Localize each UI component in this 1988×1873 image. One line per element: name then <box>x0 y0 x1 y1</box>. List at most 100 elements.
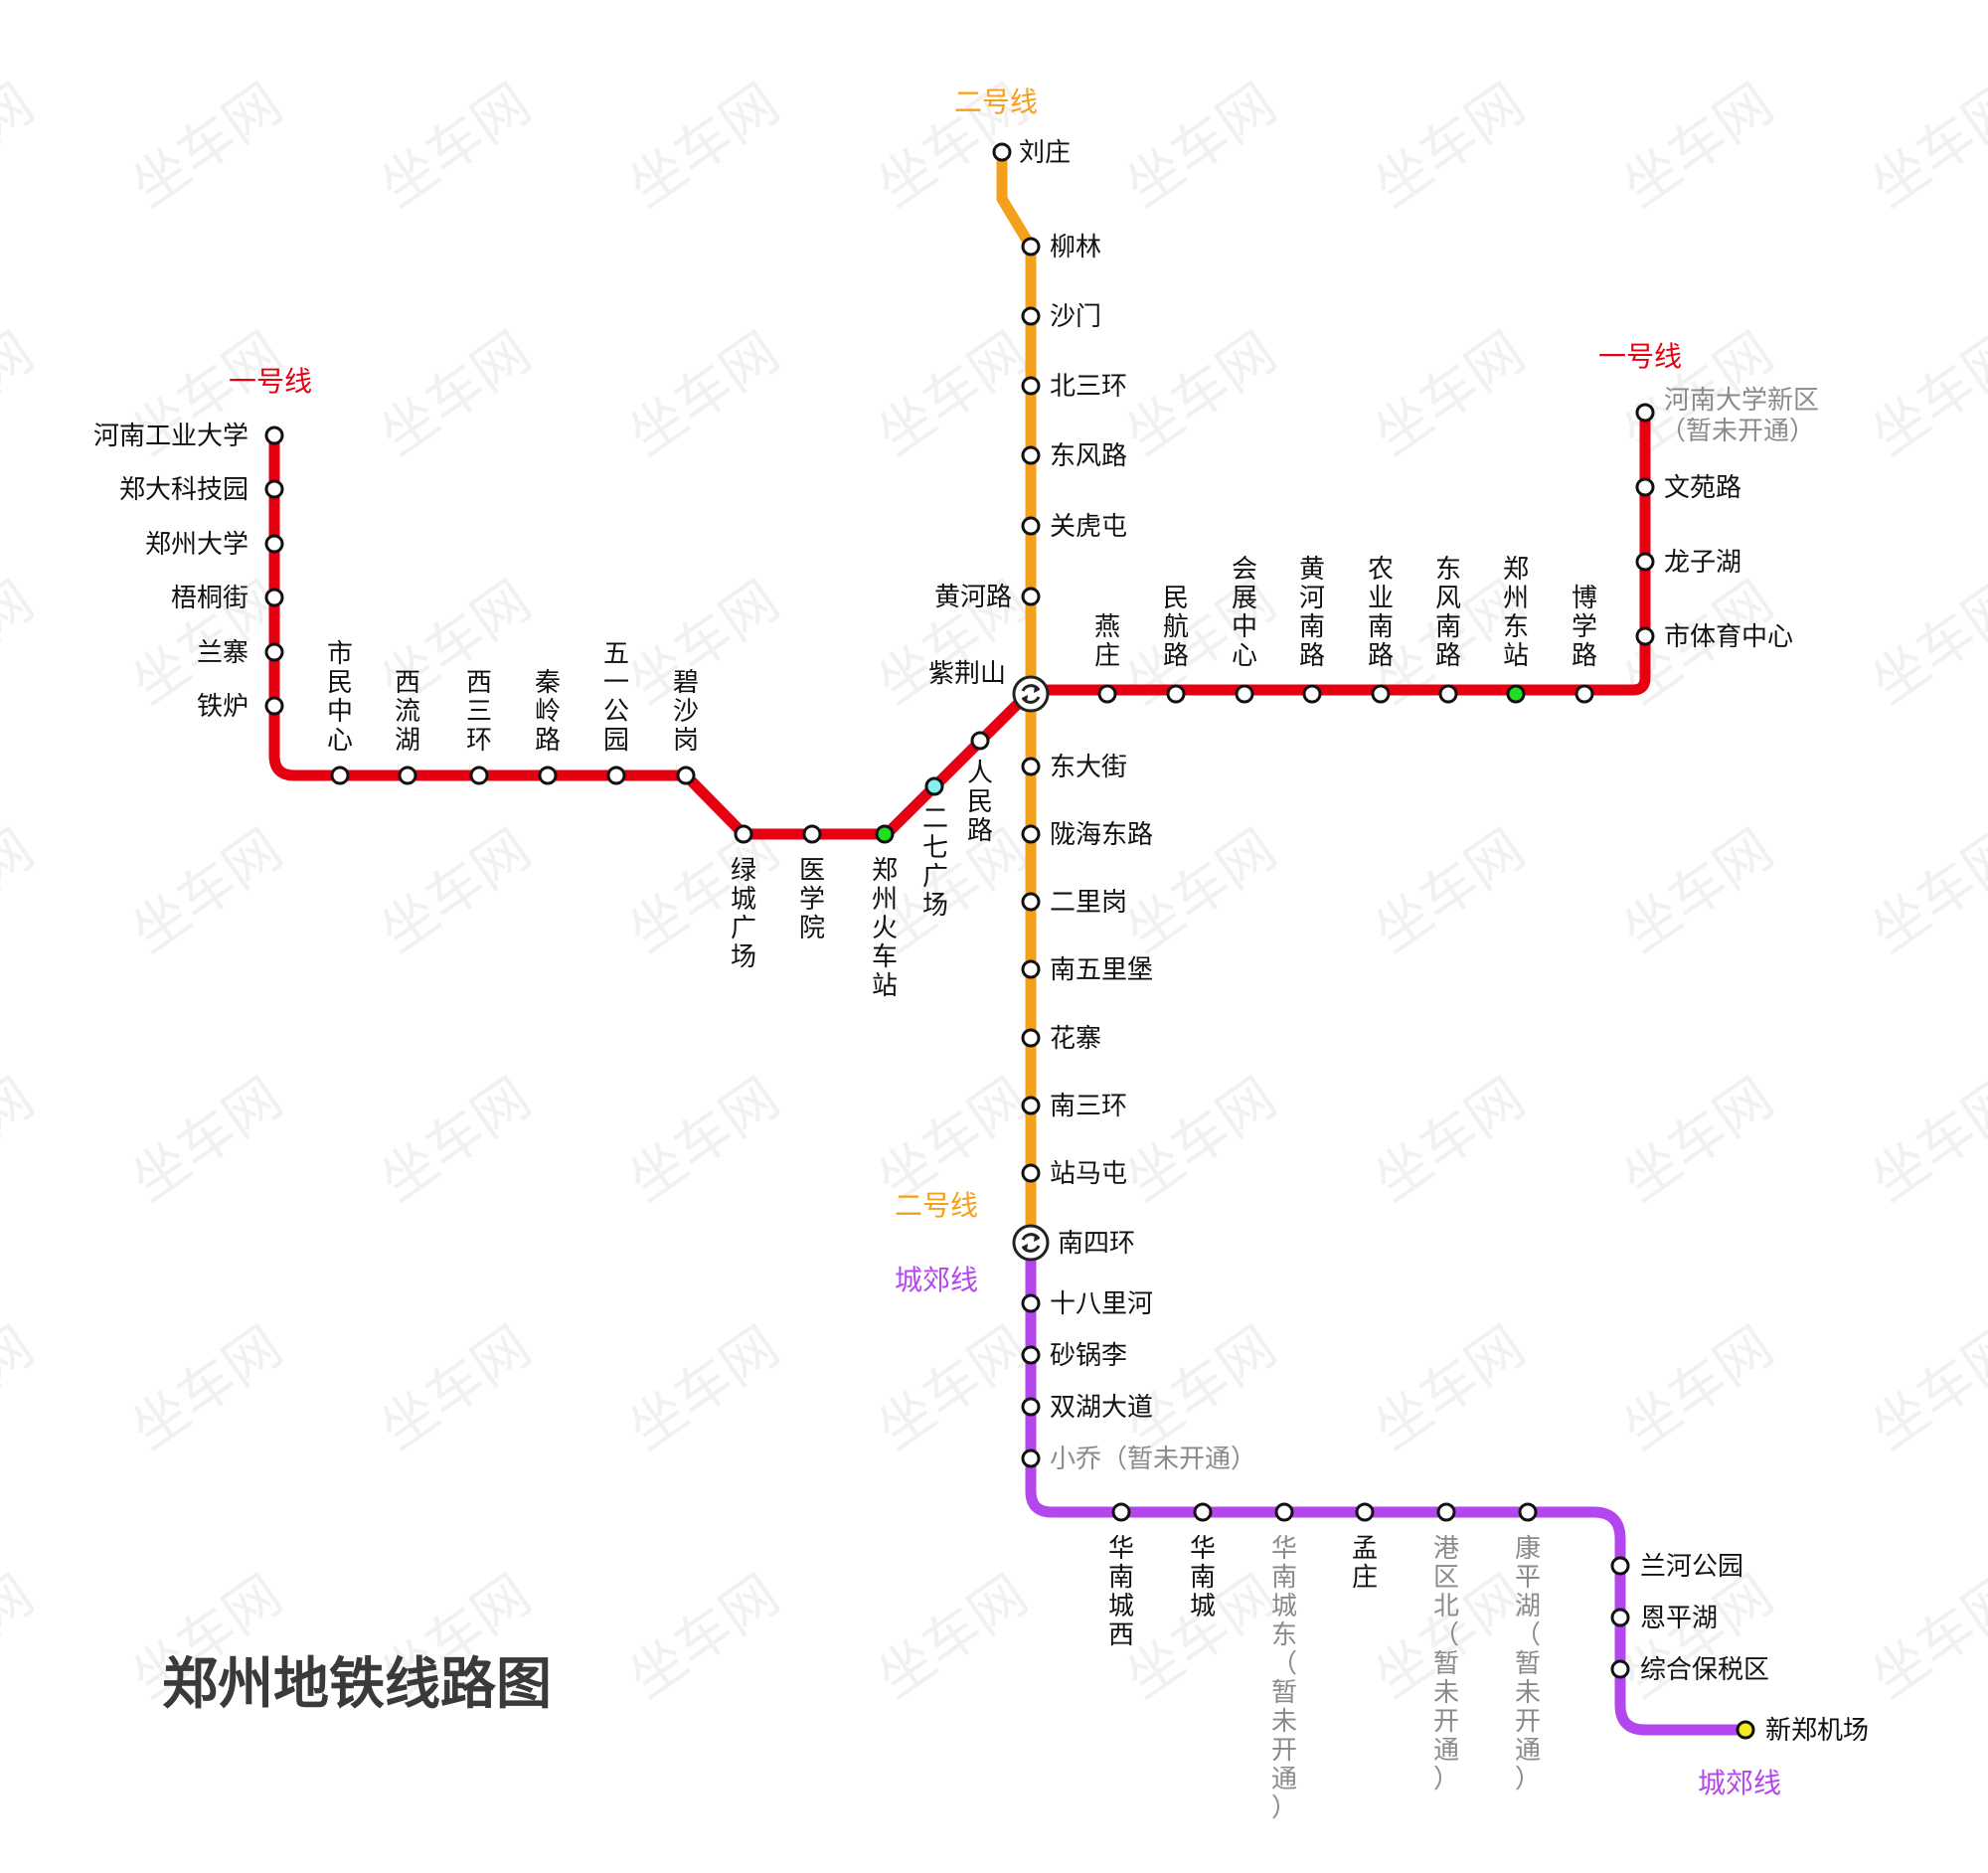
station-marker-关虎屯[interactable] <box>1021 516 1041 536</box>
station-marker-东风南路[interactable] <box>1438 684 1458 704</box>
station-label-兰河公园: 兰河公园 <box>1640 1552 1743 1582</box>
station-marker-花寨[interactable] <box>1021 1028 1041 1048</box>
watermark-text: 坐车网 <box>1114 1066 1288 1215</box>
watermark-text: 坐车网 <box>1860 1066 1988 1215</box>
station-label-碧沙岗: 碧沙岗 <box>673 668 699 756</box>
station-marker-新郑机场[interactable] <box>1736 1720 1755 1740</box>
station-marker-五一公园[interactable] <box>606 766 626 785</box>
station-marker-港区北（暂未开通）[interactable] <box>1436 1502 1456 1522</box>
station-marker-铁炉[interactable] <box>264 696 284 716</box>
station-label-十八里河: 十八里河 <box>1050 1289 1153 1319</box>
station-marker-南三环[interactable] <box>1021 1096 1041 1115</box>
watermark-text: 坐车网 <box>617 320 791 469</box>
station-marker-陇海东路[interactable] <box>1021 824 1041 844</box>
station-marker-东大街[interactable] <box>1021 757 1041 776</box>
watermark-text: 坐车网 <box>0 1314 46 1463</box>
station-marker-南五里堡[interactable] <box>1021 959 1041 979</box>
station-marker-东风路[interactable] <box>1021 445 1041 465</box>
station-marker-燕庄[interactable] <box>1097 684 1117 704</box>
transfer-icon-zijingshan[interactable] <box>1012 675 1050 713</box>
station-label-双湖大道: 双湖大道 <box>1050 1393 1153 1423</box>
watermark-text: 坐车网 <box>120 72 294 221</box>
station-label-黄河南路: 黄河南路 <box>1299 555 1325 671</box>
station-marker-郑州东站[interactable] <box>1506 684 1526 704</box>
station-label-农业南路: 农业南路 <box>1368 555 1394 671</box>
watermark-text: 坐车网 <box>0 1066 46 1215</box>
station-marker-民航路[interactable] <box>1166 684 1186 704</box>
station-label-黄河路: 黄河路 <box>934 583 1012 612</box>
station-marker-河南工业大学[interactable] <box>264 426 284 445</box>
station-label-西流湖: 西流湖 <box>395 668 420 756</box>
watermark-text: 坐车网 <box>1860 72 1988 221</box>
station-marker-小乔（暂未开通）[interactable] <box>1021 1448 1041 1468</box>
station-marker-秦岭路[interactable] <box>538 766 558 785</box>
station-marker-黄河路[interactable] <box>1021 587 1041 606</box>
station-marker-柳林[interactable] <box>1021 237 1041 256</box>
station-marker-会展中心[interactable] <box>1235 684 1254 704</box>
station-marker-市民中心[interactable] <box>330 766 350 785</box>
station-label-医学院: 医学院 <box>799 856 825 943</box>
watermark-text: 坐车网 <box>1860 1314 1988 1463</box>
station-marker-站马屯[interactable] <box>1021 1163 1041 1183</box>
station-marker-恩平湖[interactable] <box>1610 1608 1630 1627</box>
station-marker-双湖大道[interactable] <box>1021 1397 1041 1417</box>
station-marker-北三环[interactable] <box>1021 376 1041 396</box>
station-marker-康平湖（暂未开通）[interactable] <box>1518 1502 1538 1522</box>
watermark-text: 坐车网 <box>1363 817 1537 966</box>
station-marker-郑州火车站[interactable] <box>875 824 895 844</box>
station-label-市体育中心: 市体育中心 <box>1664 622 1793 652</box>
station-label-绿城广场: 绿城广场 <box>731 856 756 972</box>
station-label-会展中心: 会展中心 <box>1232 555 1257 671</box>
station-marker-梧桐街[interactable] <box>264 588 284 607</box>
watermark-text: 坐车网 <box>1611 817 1785 966</box>
station-marker-砂锅李[interactable] <box>1021 1345 1041 1365</box>
station-label-花寨: 花寨 <box>1050 1024 1101 1054</box>
station-label-华南城东（暂未开通）: 华南城东（暂未开通） <box>1271 1534 1297 1823</box>
station-marker-医学院[interactable] <box>802 824 822 844</box>
station-marker-文苑路[interactable] <box>1635 477 1655 497</box>
station-marker-华南城西[interactable] <box>1111 1502 1131 1522</box>
station-label-关虎屯: 关虎屯 <box>1050 512 1127 542</box>
station-marker-二七广场[interactable] <box>924 776 944 796</box>
station-marker-绿城广场[interactable] <box>734 824 753 844</box>
station-marker-十八里河[interactable] <box>1021 1293 1041 1313</box>
watermark-text: 坐车网 <box>0 72 46 221</box>
watermark-text: 坐车网 <box>866 1314 1040 1463</box>
watermark-text: 坐车网 <box>1114 320 1288 469</box>
watermark-text: 坐车网 <box>617 569 791 718</box>
station-marker-华南城[interactable] <box>1193 1502 1213 1522</box>
watermark-text: 坐车网 <box>1860 320 1988 469</box>
station-marker-综合保税区[interactable] <box>1610 1659 1630 1679</box>
station-label-东风南路: 东风南路 <box>1435 555 1461 671</box>
station-marker-刘庄[interactable] <box>992 142 1012 162</box>
station-marker-人民路[interactable] <box>970 731 990 751</box>
station-marker-郑大科技园[interactable] <box>264 479 284 499</box>
station-label-五一公园: 五一公园 <box>603 639 629 756</box>
watermark-text: 坐车网 <box>0 569 46 718</box>
station-label-铁炉: 铁炉 <box>197 692 248 722</box>
station-marker-农业南路[interactable] <box>1371 684 1391 704</box>
station-marker-市体育中心[interactable] <box>1635 626 1655 646</box>
map-title: 郑州地铁线路图 <box>162 1652 552 1717</box>
station-marker-博学路[interactable] <box>1574 684 1594 704</box>
station-label-站马屯: 站马屯 <box>1050 1159 1127 1189</box>
transfer-icon-nansihuan[interactable] <box>1012 1224 1050 1262</box>
station-marker-二里岗[interactable] <box>1021 892 1041 912</box>
station-label-刘庄: 刘庄 <box>1019 138 1071 168</box>
station-marker-碧沙岗[interactable] <box>676 766 696 785</box>
station-marker-龙子湖[interactable] <box>1635 552 1655 572</box>
station-label-砂锅李: 砂锅李 <box>1050 1341 1127 1371</box>
station-marker-西三环[interactable] <box>469 766 489 785</box>
station-label-河南大学新区: 河南大学新区 <box>1664 386 1819 416</box>
station-marker-华南城东（暂未开通）[interactable] <box>1274 1502 1294 1522</box>
station-marker-兰河公园[interactable] <box>1610 1556 1630 1576</box>
watermark-text: 坐车网 <box>120 1314 294 1463</box>
station-marker-黄河南路[interactable] <box>1302 684 1322 704</box>
station-marker-河南大学新区[interactable] <box>1635 403 1655 423</box>
station-marker-沙门[interactable] <box>1021 306 1041 326</box>
station-marker-郑州大学[interactable] <box>264 534 284 554</box>
station-marker-孟庄[interactable] <box>1355 1502 1375 1522</box>
station-marker-西流湖[interactable] <box>398 766 417 785</box>
station-label-小乔（暂未开通）: 小乔（暂未开通） <box>1050 1445 1256 1474</box>
station-marker-兰寨[interactable] <box>264 642 284 662</box>
